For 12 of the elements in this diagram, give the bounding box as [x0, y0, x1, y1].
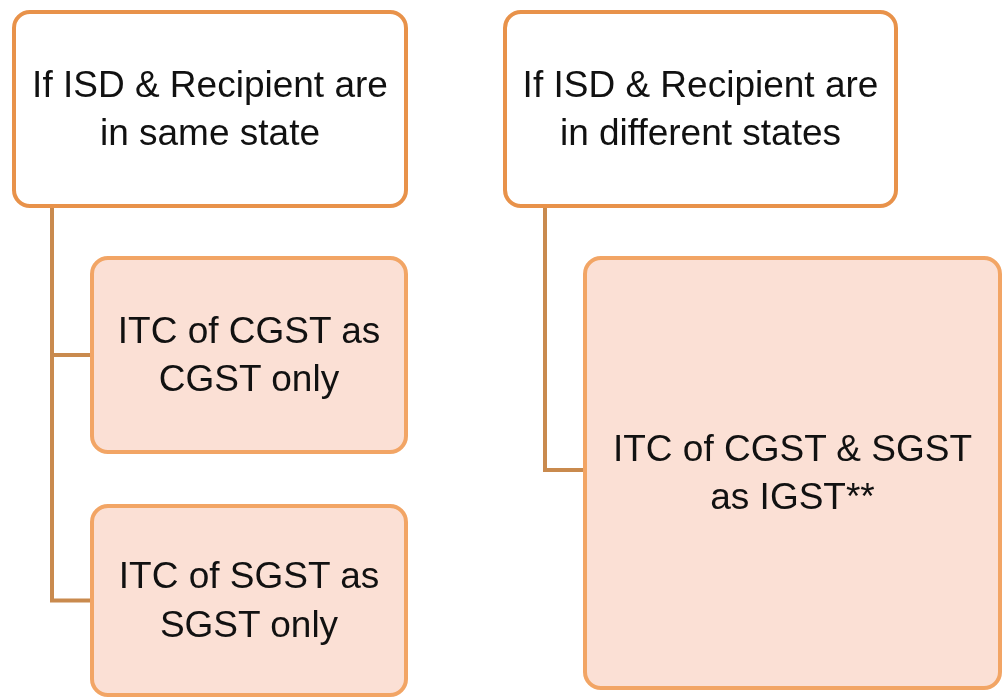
result-box	[583, 256, 1002, 690]
connector-line	[543, 208, 583, 472]
box-text: If ISD & Recipient are in same state	[31, 62, 389, 155]
box-text: ITC of CGST as CGST only	[116, 308, 382, 401]
condition-box	[503, 10, 898, 208]
box-text: ITC of CGST & SGST as IGST**	[611, 426, 974, 519]
result-box	[90, 504, 408, 697]
box-text: ITC of SGST as SGST only	[117, 554, 381, 647]
condition-box	[12, 10, 408, 208]
box-text: If ISD & Recipient are in different states	[521, 62, 880, 155]
connector-line	[50, 208, 90, 603]
result-box	[90, 256, 408, 454]
